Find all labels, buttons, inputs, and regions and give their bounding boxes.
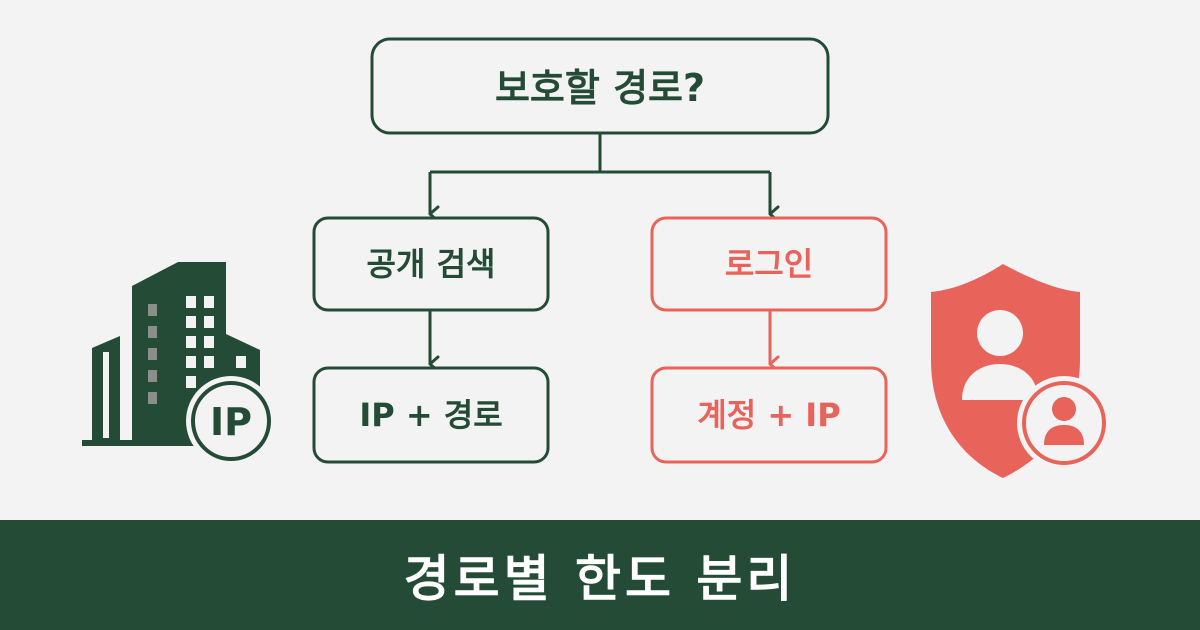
- node-root: 보호할 경로?: [370, 37, 830, 135]
- user-badge-icon: [1017, 376, 1111, 470]
- ip-badge-label: IP: [210, 400, 252, 444]
- node-login-key: 계정 + IP: [650, 366, 888, 464]
- node-login-key-label: 계정 + IP: [697, 396, 840, 434]
- node-public-search: 공개 검색: [312, 216, 550, 312]
- node-public-key: IP + 경로: [312, 366, 550, 464]
- node-login-label: 로그인: [725, 245, 813, 283]
- ip-badge: IP: [186, 376, 276, 466]
- flow-diagram: 보호할 경로? 공개 검색 IP + 경로 로그인 계정 + IP: [82, 37, 1111, 478]
- node-root-label: 보호할 경로?: [495, 66, 705, 110]
- footer-band: 경로별 한도 분리: [0, 520, 1200, 630]
- node-login: 로그인: [650, 216, 888, 312]
- building-icon: [82, 262, 262, 446]
- footer-title: 경로별 한도 분리: [403, 550, 797, 608]
- node-public-search-label: 공개 검색: [367, 245, 496, 283]
- connector-root-split: [430, 133, 770, 174]
- node-public-key-label: IP + 경로: [359, 396, 502, 434]
